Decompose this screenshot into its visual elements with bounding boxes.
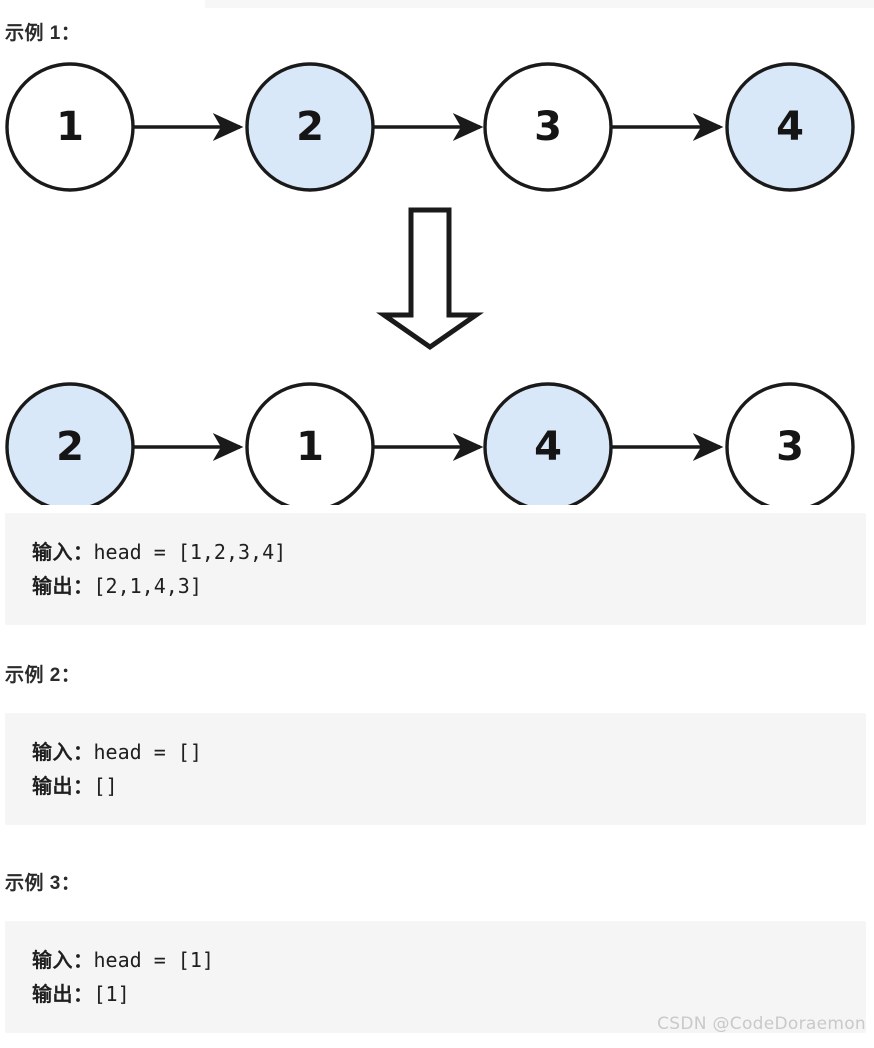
example-2-output-label: 输出： (32, 774, 94, 798)
node-after-0-value: 2 (56, 424, 84, 470)
example-2-heading: 示例 2： (5, 665, 81, 686)
linked-list-before: 1 2 3 4 (5, 62, 855, 192)
node-before-0: 1 (5, 62, 135, 192)
example-3-heading: 示例 3： (5, 873, 81, 894)
example-2-input-label: 输入： (32, 740, 94, 764)
transform-down-arrow-icon (376, 207, 484, 351)
node-before-0-value: 1 (56, 104, 84, 150)
node-after-3-value: 3 (776, 424, 804, 470)
example-3-output-line: 输出：[1] (32, 977, 866, 1011)
example-1-input-label: 输入： (32, 540, 94, 564)
example-3-input-label: 输入： (32, 948, 94, 972)
node-after-2: 4 (483, 382, 613, 505)
example-1-output-line: 输出：[2,1,4,3] (32, 569, 866, 603)
node-before-1: 2 (245, 62, 375, 192)
example-1-output-value: [2,1,4,3] (93, 574, 202, 598)
example-1-code-block: 输入：head = [1,2,3,4] 输出：[2,1,4,3] (5, 513, 866, 625)
node-before-2-value: 3 (534, 104, 562, 150)
example-2-input-line: 输入：head = [] (32, 735, 866, 769)
linked-list-after: 2 1 4 3 (5, 382, 855, 505)
example-2-output-value: [] (93, 774, 118, 798)
node-before-2: 3 (483, 62, 613, 192)
example-1-output-label: 输出： (32, 574, 94, 598)
example-3-input-line: 输入：head = [1] (32, 943, 866, 977)
watermark: CSDN @CodeDoraemon (657, 1014, 866, 1034)
node-before-1-value: 2 (296, 104, 324, 150)
top-edge-strip (205, 0, 874, 8)
node-after-0: 2 (5, 382, 135, 505)
example-2-input-value: head = [] (93, 740, 202, 764)
node-after-1-value: 1 (296, 424, 324, 470)
example-1-diagram: 1 2 3 4 2 (0, 55, 874, 505)
node-after-1: 1 (245, 382, 375, 505)
node-before-3-value: 4 (776, 104, 804, 150)
example-2-code-block: 输入：head = [] 输出：[] (5, 713, 866, 825)
example-1-input-value: head = [1,2,3,4] (93, 540, 287, 564)
example-3-code-block: 输入：head = [1] 输出：[1] (5, 921, 866, 1033)
example-3-input-value: head = [1] (93, 948, 214, 972)
node-before-3: 4 (725, 62, 855, 192)
example-1-input-line: 输入：head = [1,2,3,4] (32, 535, 866, 569)
node-after-3: 3 (725, 382, 855, 505)
example-3-output-label: 输出： (32, 982, 94, 1006)
example-1-heading: 示例 1： (5, 23, 81, 44)
example-3-output-value: [1] (93, 982, 130, 1006)
example-2-output-line: 输出：[] (32, 769, 866, 803)
node-after-2-value: 4 (534, 424, 562, 470)
